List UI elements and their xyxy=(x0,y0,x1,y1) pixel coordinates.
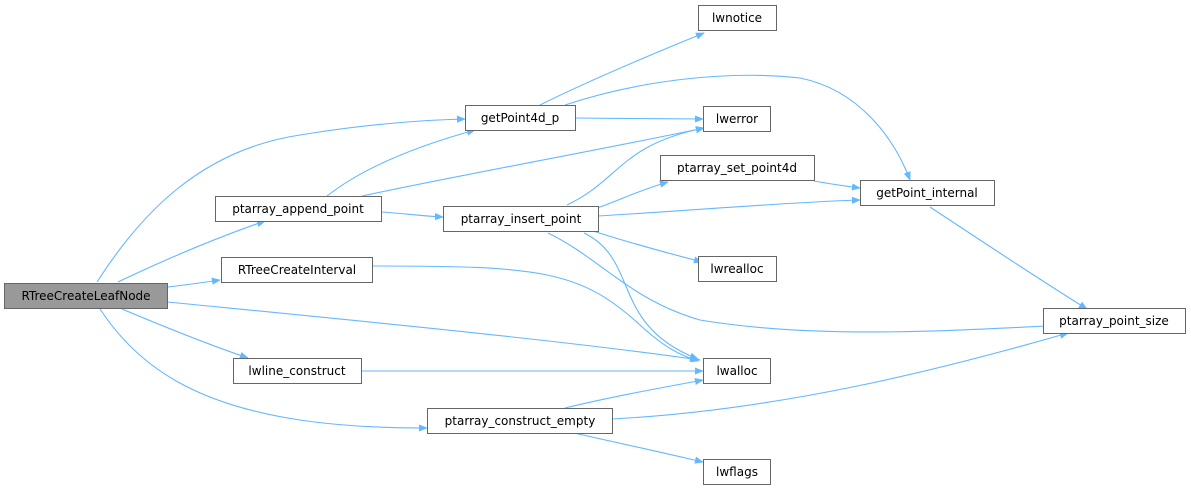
edge-insert-point-to-set-point4d xyxy=(596,180,669,209)
node-label: getPoint4d_p xyxy=(481,111,559,125)
node-label: lwalloc xyxy=(716,364,757,378)
node-label: ptarray_insert_point xyxy=(461,212,582,226)
node-lwnotice[interactable]: lwnotice xyxy=(698,5,777,31)
edge-getpoint-internal-to-point-size xyxy=(929,206,1088,310)
node-label: RTreeCreateInterval xyxy=(238,263,356,277)
node-getpoint-internal[interactable]: getPoint_internal xyxy=(860,180,995,206)
edge-getpoint4d-to-lwerror xyxy=(574,115,704,123)
node-label: getPoint_internal xyxy=(876,186,978,200)
edge-insert-point-to-lwrealloc xyxy=(589,229,703,264)
edge-insert-point-to-getpoint-internal xyxy=(597,196,861,217)
node-label: lwnotice xyxy=(712,11,762,25)
node-label: ptarray_construct_empty xyxy=(445,414,596,428)
edge-root-to-construct-empty xyxy=(99,308,428,432)
node-lwflags[interactable]: lwflags xyxy=(703,459,771,485)
edge-insert-point-to-point-size xyxy=(547,232,1069,333)
nodes: RTreeCreateLeafNode ptarray_append_point… xyxy=(4,5,1186,485)
node-label: lwerror xyxy=(716,112,758,126)
edge-root-to-getpoint4d xyxy=(96,115,466,283)
node-label: lwline_construct xyxy=(248,364,345,378)
edge-root-to-lwalloc xyxy=(167,301,701,363)
node-ptarray-append-point[interactable]: ptarray_append_point xyxy=(215,196,382,222)
node-getpoint4d-p[interactable]: getPoint4d_p xyxy=(465,105,576,131)
node-label: lwflags xyxy=(716,465,758,479)
edge-root-to-create-interval xyxy=(167,277,221,288)
node-label: ptarray_point_size xyxy=(1059,314,1169,328)
edge-construct-empty-to-point-size xyxy=(611,331,1069,420)
node-lwrealloc[interactable]: lwrealloc xyxy=(698,256,777,282)
node-ptarray-construct-empty[interactable]: ptarray_construct_empty xyxy=(427,408,613,434)
node-rtreecreateinterval[interactable]: RTreeCreateInterval xyxy=(221,257,373,283)
edge-append-point-to-lwerror xyxy=(361,126,705,197)
edge-insert-point-to-lwalloc xyxy=(583,232,699,360)
node-label: ptarray_append_point xyxy=(232,202,364,216)
edge-create-interval-to-lwalloc xyxy=(371,265,699,362)
edge-construct-empty-to-lwflags xyxy=(573,432,704,464)
node-label: lwrealloc xyxy=(710,262,763,276)
edges xyxy=(96,32,1088,464)
node-lwline-construct[interactable]: lwline_construct xyxy=(233,358,362,384)
edge-set-point4d-to-getpoint-internal xyxy=(813,180,861,191)
node-ptarray-insert-point[interactable]: ptarray_insert_point xyxy=(443,206,599,232)
node-lwerror[interactable]: lwerror xyxy=(703,106,771,132)
node-lwalloc[interactable]: lwalloc xyxy=(703,358,771,384)
node-rtreecreateleafnode[interactable]: RTreeCreateLeafNode xyxy=(4,283,168,309)
node-label: RTreeCreateLeafNode xyxy=(21,289,150,303)
node-ptarray-set-point4d[interactable]: ptarray_set_point4d xyxy=(660,155,815,181)
edge-getpoint4d-to-lwnotice xyxy=(539,32,705,106)
edge-root-to-lwline-construct xyxy=(121,308,249,359)
edge-root-to-append-point xyxy=(117,220,266,283)
node-ptarray-point-size[interactable]: ptarray_point_size xyxy=(1043,308,1186,334)
edge-insert-point-to-lwerror xyxy=(566,126,705,206)
node-label: ptarray_set_point4d xyxy=(677,161,797,175)
edge-append-point-to-getpoint4d xyxy=(326,128,476,197)
edge-append-point-to-insert-point xyxy=(380,211,444,221)
edge-getpoint4d-to-getpoint-internal xyxy=(564,74,911,181)
edge-construct-empty-to-lwalloc xyxy=(564,377,704,409)
